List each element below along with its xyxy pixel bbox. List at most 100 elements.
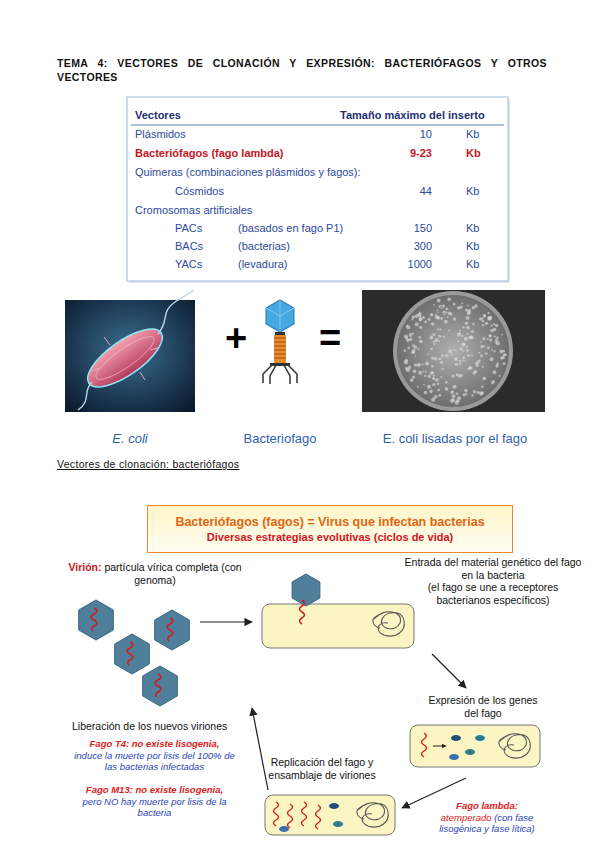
- lysis-plate: [482, 320, 485, 323]
- lysis-plate: [499, 375, 501, 377]
- lysis-plate: [412, 332, 414, 334]
- box-text: Bacteriófagos (fagos) = Virus que infect…: [175, 514, 484, 530]
- table-cell: 44: [392, 185, 432, 198]
- lysis-plate: [485, 352, 488, 355]
- lysis-plate: [471, 330, 474, 333]
- bacterial-cell: [373, 612, 404, 636]
- lysis-plate: [482, 337, 485, 340]
- lysis-plate: [420, 340, 423, 343]
- lysis-plate: [439, 328, 441, 330]
- lysis-plate: [459, 347, 463, 351]
- table-cell: Kb: [466, 185, 479, 198]
- text-group: Fago T4: no existe lisogenia,induce la m…: [72, 738, 237, 773]
- cycle-arrow: [200, 621, 252, 622]
- lysis-plate: [467, 354, 470, 357]
- lysis-plate: [465, 337, 467, 339]
- lysis-plate: [406, 340, 408, 342]
- ecoli-illustration: [65, 300, 195, 412]
- bacterial-cell: [422, 733, 427, 757]
- step-label: (el fago se une a receptores bacterianos…: [403, 581, 583, 606]
- virion-symbol: [115, 634, 150, 674]
- lysis-plate: [428, 375, 431, 378]
- bacterial-cell: [449, 754, 459, 760]
- lysis-plate: [423, 370, 425, 372]
- bacterial-cell: [465, 749, 475, 755]
- lysis-plate: [415, 355, 417, 357]
- step-label: Entrada del material genético del fago e…: [403, 556, 583, 581]
- bacterial-cell: [288, 804, 293, 828]
- lysis-plate: [414, 363, 417, 366]
- phage-note: induce la muerte por lisis del 100% de l…: [72, 750, 237, 773]
- image-caption: Bacteriofago: [230, 431, 330, 447]
- virion-symbol: [79, 600, 114, 640]
- lysis-plate: [462, 356, 465, 359]
- lysis-plate: [470, 335, 474, 339]
- lysis-plate: [465, 322, 468, 325]
- bacterial-cell: [329, 803, 339, 809]
- lysis-plate: [487, 316, 491, 320]
- lysis-plate: [483, 314, 486, 317]
- lysis-plate: [432, 333, 435, 336]
- cycle-arrow: [200, 622, 466, 808]
- ecoli-illustration: [79, 319, 171, 397]
- lysis-plate: [412, 344, 415, 347]
- lysis-plate: [431, 322, 434, 325]
- lysis-plate: [491, 380, 495, 384]
- lysis-plate: [451, 374, 454, 377]
- lysis-plate: [489, 339, 492, 342]
- lysis-plate: [419, 320, 421, 322]
- lysis-plate: [487, 312, 489, 314]
- ecoli-illustration: [92, 337, 158, 380]
- lysis-plate: [487, 346, 490, 349]
- bacterial-cell: [357, 803, 388, 827]
- table-header: Vectores: [135, 109, 181, 122]
- lysis-plate: [464, 360, 466, 362]
- lysis-plate: [423, 384, 425, 386]
- title-box: Bacteriófagos (fagos) = Virus que infect…: [147, 505, 513, 553]
- lysis-plate: [445, 311, 447, 313]
- lysis-plate: [454, 349, 456, 351]
- lysis-plate: [448, 349, 452, 353]
- section-heading: Vectores de clonación: bacteriófagos: [57, 458, 239, 471]
- lysis-plate: [404, 349, 407, 352]
- lysis-plate: [362, 290, 545, 412]
- lysis-plate: [496, 341, 500, 345]
- lysis-plate: [455, 401, 459, 405]
- lysis-plate: [430, 371, 434, 375]
- lysis-plate: [462, 350, 464, 352]
- table-cell: Cromosomas artificiales: [135, 204, 252, 217]
- lysis-plate: [442, 368, 444, 370]
- lysis-plate: [407, 347, 410, 350]
- step-label: Expresión de los genes del fago: [428, 694, 538, 719]
- lysis-plate: [440, 376, 442, 378]
- table-cell: Cósmidos: [175, 185, 224, 198]
- lysis-plate: [438, 340, 440, 342]
- lysis-plate: [494, 336, 496, 338]
- table-cell: Quimeras (combinaciones plásmidos y fago…: [135, 166, 361, 179]
- lysis-plate: [496, 337, 499, 340]
- lysis-plate: [412, 375, 415, 378]
- lysis-plate: [435, 338, 439, 342]
- lysis-plate: [452, 394, 456, 398]
- lysis-plate: [432, 377, 435, 380]
- bacterial-cell: [433, 746, 446, 747]
- lysis-plate: [435, 314, 437, 316]
- lysis-plate: [461, 342, 464, 345]
- table-frame: [127, 97, 510, 283]
- box-text: Diversas estrategias evolutivas (ciclos …: [207, 530, 453, 544]
- lysis-plate: [427, 385, 431, 389]
- phage-note: Fago M13: no existe lisogenia,: [72, 784, 237, 796]
- lysis-plate: [479, 392, 483, 396]
- table-header: Tamaño máximo del inserto: [340, 109, 485, 122]
- lysis-plate: [439, 358, 441, 360]
- table-cell: Kb: [466, 258, 479, 271]
- phage-icon: [274, 338, 286, 358]
- table-cell: Bacteriófagos (fago lambda): [135, 147, 284, 160]
- lysis-plate: [468, 309, 471, 312]
- lysis-plate: [482, 324, 485, 327]
- lysis-plate: [437, 309, 439, 311]
- lysis-plate: [465, 393, 467, 395]
- lysis-plate: [493, 328, 497, 332]
- lysis-plate: [494, 350, 496, 352]
- lysis-plate: [441, 307, 443, 309]
